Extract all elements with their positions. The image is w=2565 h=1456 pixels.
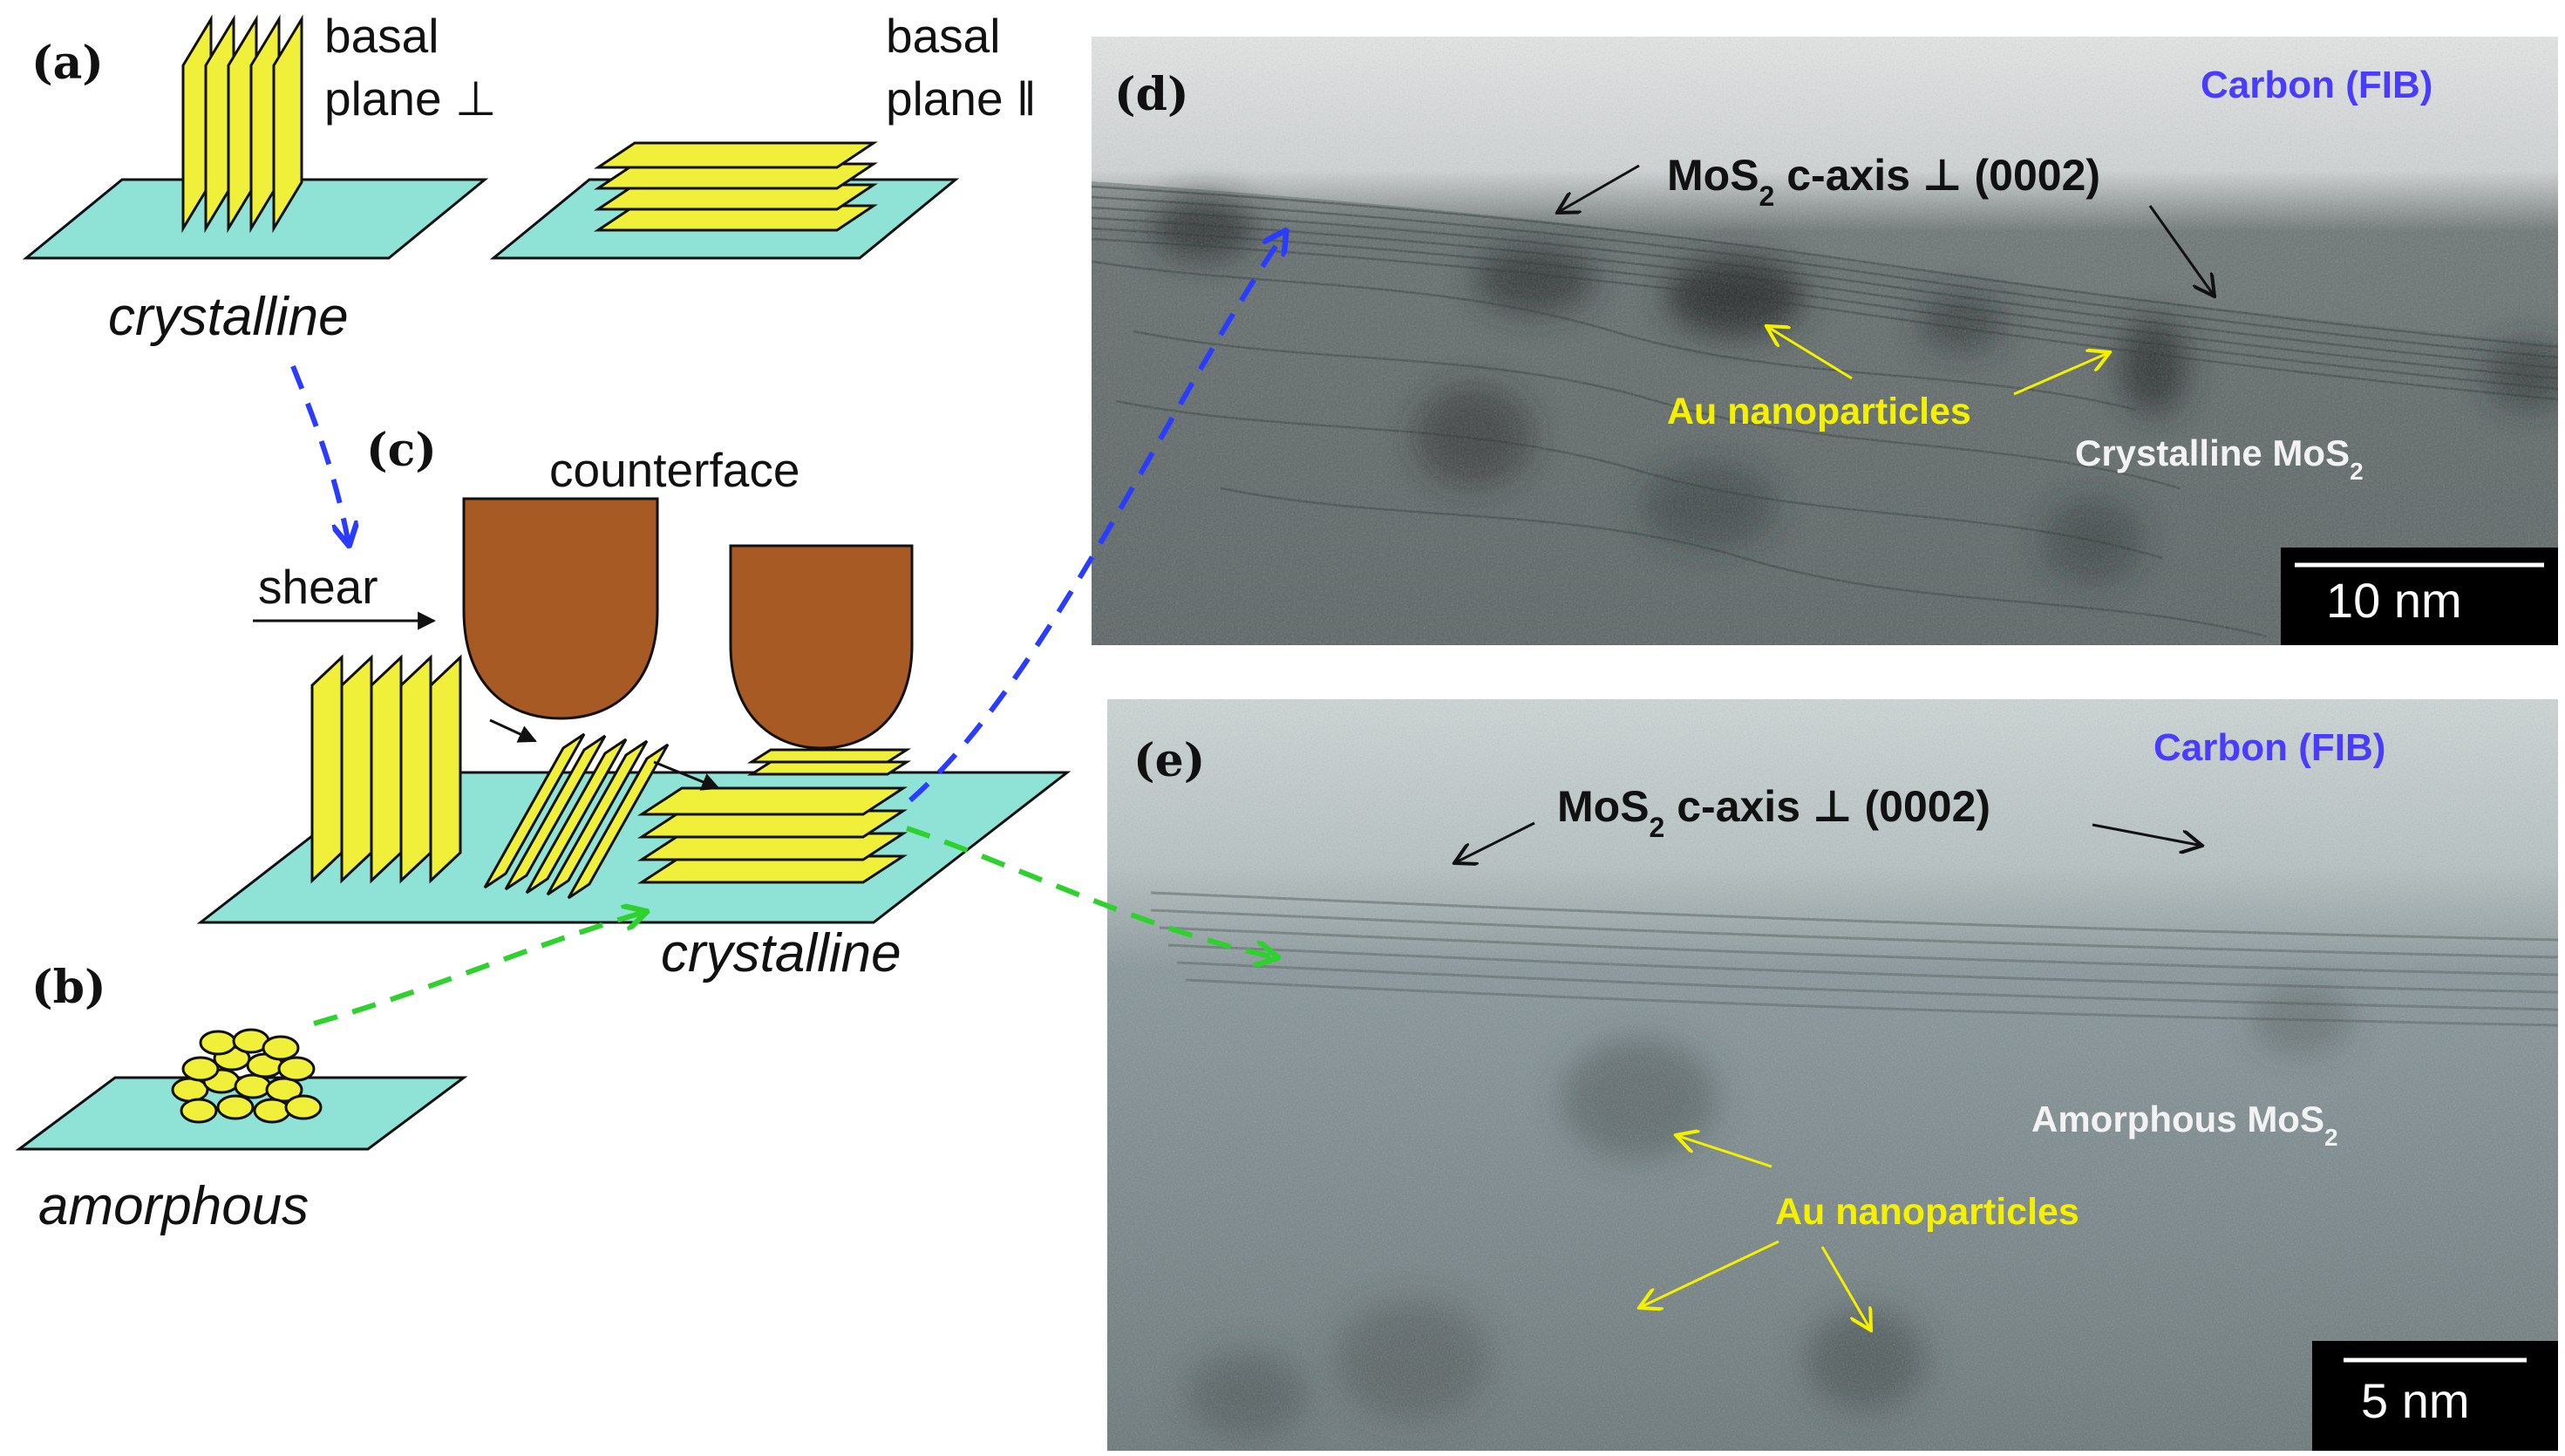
caxis-arrow-d-right xyxy=(2148,205,2215,296)
au-label-d: Au nanoparticles xyxy=(1667,391,1971,432)
panel-c-label: (c) xyxy=(366,424,437,477)
carbon-label-d: Carbon (FIB) xyxy=(2201,64,2432,106)
horizontal-lamellae-c xyxy=(636,786,908,884)
basal-perp-line2: plane ⊥ xyxy=(324,71,497,126)
tem-d-noise xyxy=(1092,37,2558,645)
au-arrow-e-down xyxy=(1639,1240,1779,1308)
au-arrow-e-right xyxy=(1820,1246,1871,1330)
caxis-label-d: MoS2 c-axis ⊥ (0002) xyxy=(1667,151,2100,212)
counterface-label: counterface xyxy=(549,443,799,497)
material-label-d: Crystalline MoS2 xyxy=(2075,432,2364,485)
panel-d-label: (d) xyxy=(1114,68,1189,121)
panel-e-labels: (e) Carbon (FIB) MoS2 c-axis ⊥ (0002) Am… xyxy=(1133,726,2558,1451)
horizontal-lamellae-a xyxy=(594,141,878,232)
counterface-left xyxy=(462,497,659,720)
arrow-b-to-c xyxy=(313,912,645,1026)
panel-a-label: (a) xyxy=(31,37,104,90)
material-label-e: Amorphous MoS2 xyxy=(2031,1099,2338,1151)
caxis-arrow-e-left xyxy=(1454,821,1535,863)
basal-perp-line1: basal xyxy=(324,9,439,63)
caxis-arrow-e-right xyxy=(2092,823,2202,846)
arrow-c-to-e xyxy=(906,826,1276,957)
transfer-film xyxy=(746,748,912,776)
tilted-lamellae-c xyxy=(483,732,670,900)
scalebar-d-text: 10 nm xyxy=(2326,573,2462,628)
tem-e-noise xyxy=(1107,699,2558,1451)
shear-label: shear xyxy=(258,560,378,614)
basal-par-line1: basal xyxy=(886,9,1000,63)
scalebar-e-text: 5 nm xyxy=(2361,1373,2470,1428)
panel-d-labels: (d) Carbon (FIB) MoS2 c-axis ⊥ (0002) Au… xyxy=(1114,64,2558,645)
panel-e-label: (e) xyxy=(1133,734,1205,787)
caption-crystalline-a: crystalline xyxy=(108,287,349,347)
au-arrow-d-right xyxy=(2013,352,2110,396)
panel-a: (a) basal plane ⊥ basal plane ‖ crystall… xyxy=(22,9,1037,347)
panel-b-label: (b) xyxy=(31,961,106,1014)
amorphous-cluster xyxy=(171,1028,323,1124)
caxis-arrow-d-left xyxy=(1557,164,1640,213)
caption-crystalline-c: crystalline xyxy=(661,923,901,983)
au-arrow-d-left xyxy=(1766,326,1853,380)
carbon-label-e: Carbon (FIB) xyxy=(2153,726,2385,769)
panel-d xyxy=(1092,37,2558,645)
caption-amorphous: amorphous xyxy=(38,1176,309,1236)
panel-c: (c) counterface shear xyxy=(196,424,1072,983)
panel-b: (b) amorphous xyxy=(15,961,468,1236)
vertical-lamellae-a xyxy=(181,14,303,234)
arrow-a-to-c xyxy=(290,364,349,544)
counterface-right xyxy=(729,544,914,750)
motion-arrow-2 xyxy=(653,760,720,791)
motion-arrow-1 xyxy=(489,718,537,743)
basal-par-line2: plane ‖ xyxy=(886,71,1037,126)
panel-e xyxy=(1107,699,2558,1451)
arrow-c-to-d xyxy=(908,232,1285,803)
vertical-lamellae-c xyxy=(310,654,462,884)
caxis-label-e: MoS2 c-axis ⊥ (0002) xyxy=(1557,782,1990,843)
au-label-e: Au nanoparticles xyxy=(1775,1191,2079,1233)
au-arrow-e-up xyxy=(1676,1135,1772,1168)
connector-arrows xyxy=(290,232,1285,1026)
